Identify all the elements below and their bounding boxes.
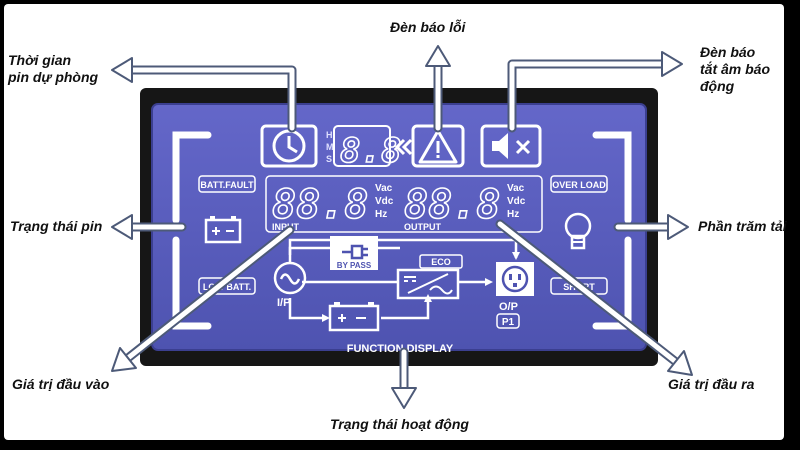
time-unit-s: S bbox=[326, 154, 332, 164]
over-load-label: OVER LOAD bbox=[552, 180, 606, 190]
output-unit-hz: Hz bbox=[507, 209, 519, 220]
function-display-label: FUNCTION DISPLAY bbox=[347, 343, 454, 355]
time-unit-m: M bbox=[326, 142, 334, 152]
arrowhead-operation-status bbox=[391, 387, 417, 409]
input-label: INPUT bbox=[272, 222, 300, 232]
arrowhead-battery-status bbox=[111, 214, 133, 240]
battery-flow-icon bbox=[328, 302, 380, 332]
time-digits: 8.8 bbox=[340, 131, 401, 171]
arrowhead-mute bbox=[661, 51, 683, 77]
bulb-icon bbox=[564, 212, 592, 250]
input-unit-hz: Hz bbox=[375, 209, 387, 220]
ip-label: I/P bbox=[277, 297, 290, 309]
time-unit-h: H bbox=[326, 130, 333, 140]
ac-input-icon bbox=[273, 261, 307, 295]
battery-icon bbox=[204, 216, 242, 244]
arrowhead-output-value bbox=[667, 350, 693, 376]
p1-label: P1 bbox=[502, 317, 515, 328]
arrowhead-fault bbox=[425, 45, 451, 67]
input-unit-vdc: Vdc bbox=[375, 196, 394, 207]
output-digits: 88.8 bbox=[404, 182, 500, 228]
low-batt-label: LOW BATT. bbox=[203, 282, 251, 292]
callout-fault: Đèn báo lỗi bbox=[390, 19, 466, 35]
input-digits: 88.8 bbox=[272, 182, 368, 228]
batt-fault-label: BATT.FAULT bbox=[200, 180, 254, 190]
op-label: O/P bbox=[499, 301, 518, 313]
output-unit-vac: Vac bbox=[507, 183, 525, 194]
arrowhead-input-value bbox=[111, 347, 137, 372]
bypass-plug-icon bbox=[330, 236, 378, 270]
inverter-icon bbox=[396, 268, 460, 300]
arrowhead-backup-time bbox=[111, 57, 133, 83]
double-chevron-left-icon bbox=[394, 138, 413, 156]
output-label: OUTPUT bbox=[404, 222, 442, 232]
bypass-label: BY PASS bbox=[337, 261, 372, 270]
callout-load-percent: Phần trăm tải bbox=[698, 218, 787, 234]
eco-label: ECO bbox=[431, 257, 451, 267]
arrowhead-load-percent bbox=[667, 214, 689, 240]
output-unit-vdc: Vdc bbox=[507, 196, 526, 207]
outlet-icon bbox=[496, 262, 534, 296]
callout-output-value: Giá trị đầu ra bbox=[668, 376, 755, 392]
input-unit-vac: Vac bbox=[375, 183, 393, 194]
callout-mute: Đèn báo tắt âm báo động bbox=[700, 44, 771, 94]
callout-battery-status: Trạng thái pin bbox=[10, 218, 103, 234]
callout-input-value: Giá trị đầu vào bbox=[12, 376, 110, 392]
callout-operation-status: Trạng thái hoạt động bbox=[330, 416, 469, 432]
callout-backup-time: Thời gian pin dự phòng bbox=[8, 52, 99, 85]
